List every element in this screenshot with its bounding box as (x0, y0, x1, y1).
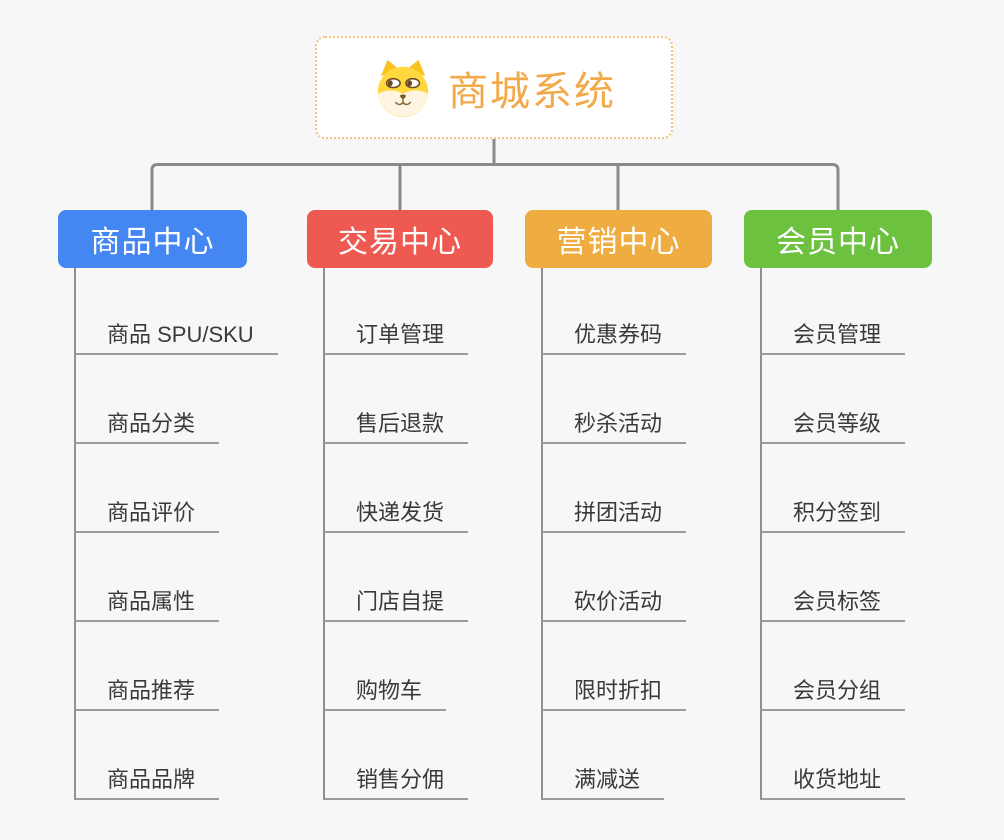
branch-trade-center[interactable]: 交易中心 (307, 210, 493, 268)
child-node[interactable]: 优惠券码 (542, 268, 687, 355)
child-node[interactable]: 商品 SPU/SKU (75, 268, 278, 355)
child-node[interactable]: 会员标签 (761, 533, 906, 622)
branch-label: 会员中心 (776, 226, 900, 259)
child-node[interactable]: 购物车 (324, 622, 447, 711)
child-node[interactable]: 商品品牌 (75, 711, 220, 800)
branch-label: 商品中心 (90, 226, 215, 259)
child-node[interactable]: 限时折扣 (542, 622, 687, 711)
child-node[interactable]: 会员分组 (761, 622, 906, 711)
branch-children-column-marketing: 优惠券码 秒杀活动 拼团活动 砍价活动 限时折扣 满减送 (542, 268, 687, 800)
branch-label: 交易中心 (338, 226, 462, 259)
child-node[interactable]: 砍价活动 (542, 533, 687, 622)
trunk-line-member (760, 268, 762, 800)
trunk-line-trade (323, 268, 325, 800)
child-node[interactable]: 订单管理 (324, 268, 469, 355)
branch-children-column-trade: 订单管理 售后退款 快递发货 门店自提 购物车 销售分佣 (324, 268, 469, 800)
branch-member-center[interactable]: 会员中心 (744, 210, 932, 268)
branch-children-column-product: 商品 SPU/SKU 商品分类 商品评价 商品属性 商品推荐 商品品牌 (75, 268, 278, 800)
child-node[interactable]: 拼团活动 (542, 444, 687, 533)
child-node[interactable]: 秒杀活动 (542, 355, 687, 444)
root-title: 商城系统 (448, 69, 616, 114)
branch-product-center[interactable]: 商品中心 (58, 210, 247, 268)
trunk-line-product (74, 268, 76, 800)
child-node[interactable]: 门店自提 (324, 533, 469, 622)
child-node[interactable]: 收货地址 (761, 711, 906, 800)
root-node[interactable]: 商城系统 (315, 36, 673, 139)
child-node[interactable]: 商品推荐 (75, 622, 220, 711)
branch-children-column-member: 会员管理 会员等级 积分签到 会员标签 会员分组 收货地址 (761, 268, 906, 800)
shiba-dog-icon (377, 59, 429, 117)
child-node[interactable]: 满减送 (542, 711, 665, 800)
child-node[interactable]: 售后退款 (324, 355, 469, 444)
child-node[interactable]: 会员等级 (761, 355, 906, 444)
branch-label: 营销中心 (556, 226, 681, 259)
child-node[interactable]: 快递发货 (324, 444, 469, 533)
child-node[interactable]: 会员管理 (761, 268, 906, 355)
child-node[interactable]: 商品属性 (75, 533, 220, 622)
child-node[interactable]: 积分签到 (761, 444, 906, 533)
trunk-line-marketing (541, 268, 543, 800)
child-node[interactable]: 商品评价 (75, 444, 220, 533)
child-node[interactable]: 商品分类 (75, 355, 220, 444)
branch-marketing-center[interactable]: 营销中心 (525, 210, 712, 268)
branch-bus-line (150, 163, 840, 213)
child-node[interactable]: 销售分佣 (324, 711, 469, 800)
